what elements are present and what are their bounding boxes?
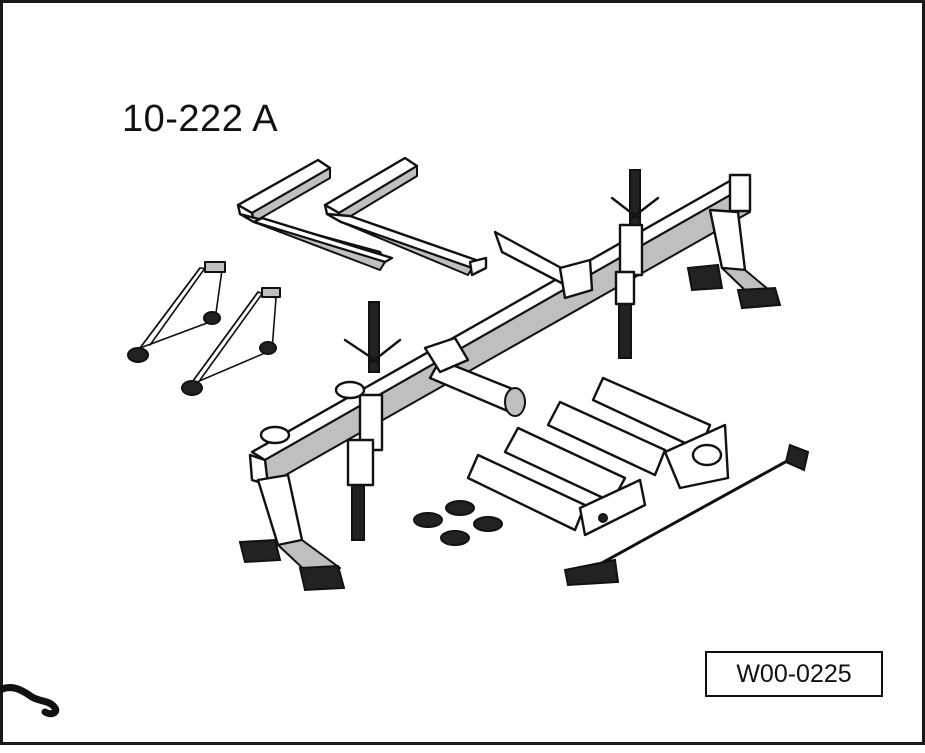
cross-tube	[423, 230, 594, 417]
corner-cable	[0, 684, 60, 718]
bracket-right	[181, 287, 281, 396]
l-arm-left	[236, 158, 394, 271]
tube-set	[466, 376, 730, 537]
chain-links	[413, 500, 503, 546]
spindle-right	[610, 169, 660, 359]
knob-left	[259, 380, 366, 445]
threaded-rod	[563, 443, 810, 587]
l-arm-right	[323, 156, 488, 277]
leg-left	[238, 473, 346, 592]
spindle-left	[343, 301, 402, 541]
tool-number-label: 10-222 A	[122, 98, 279, 140]
leg-right	[686, 208, 782, 310]
figure-id-box: W00-0225	[705, 651, 883, 697]
bracket-left	[127, 261, 226, 363]
